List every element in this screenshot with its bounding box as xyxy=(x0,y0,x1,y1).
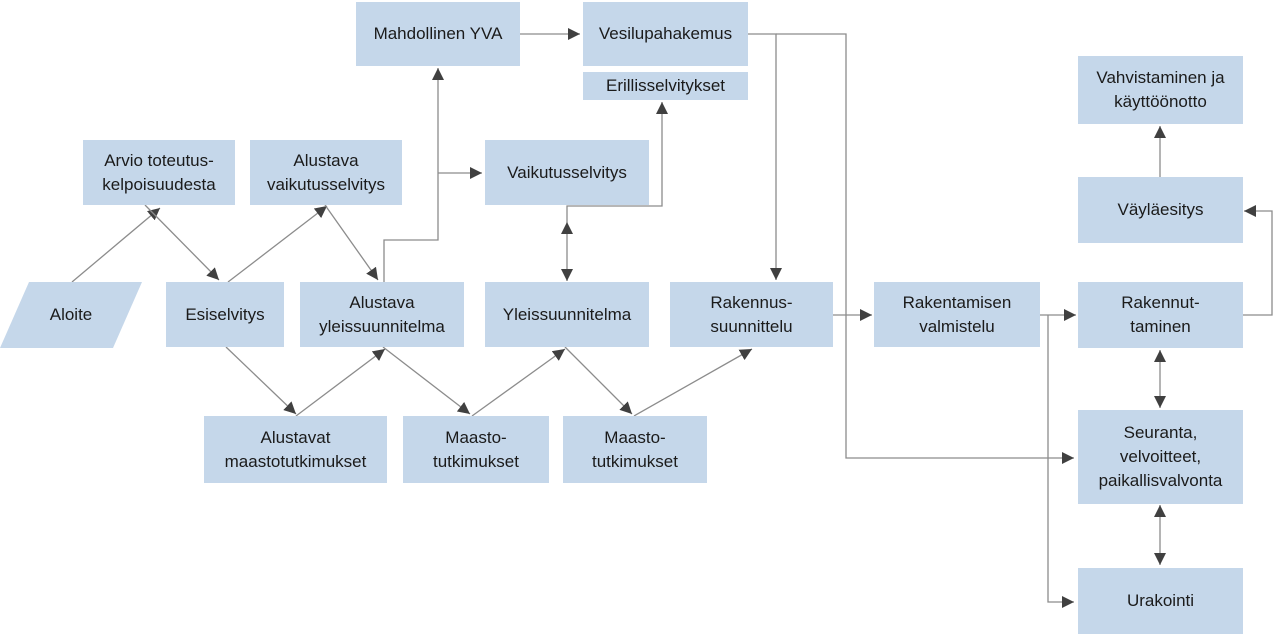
edge-maasto2-rakennus xyxy=(633,348,753,417)
node-label: Urakointi xyxy=(1126,591,1195,610)
node-maastotutkimukset-2[interactable]: Maasto- tutkimukset xyxy=(563,416,707,483)
edge-alyleis-maasto1 xyxy=(382,346,471,415)
node-esiselvitys[interactable]: Esiselvitys xyxy=(166,282,284,347)
edge-valmistelu-urakointi xyxy=(1047,315,1074,608)
node-label: Rakennus- suunnittelu xyxy=(710,292,793,336)
node-label: Maasto- tutkimukset xyxy=(433,427,519,471)
node-label: Maasto- tutkimukset xyxy=(592,427,678,471)
node-arvio-toteutuskelpoisuudesta[interactable]: Arvio toteutus- kelpoisuudesta xyxy=(83,140,235,205)
node-mahdollinen-yva[interactable]: Mahdollinen YVA xyxy=(356,2,520,66)
node-label: Vesilupahakemus xyxy=(598,24,733,43)
node-urakointi[interactable]: Urakointi xyxy=(1078,568,1243,634)
node-label: Vahvistaminen ja käyttöönotto xyxy=(1096,68,1225,111)
node-vaylaesitys[interactable]: Väyläesitys xyxy=(1078,177,1243,243)
node-label: Aloite xyxy=(49,305,93,324)
node-vaikutusselvitys[interactable]: Vaikutusselvitys xyxy=(485,140,649,205)
edge-esiselvitys-almaasto xyxy=(225,346,297,415)
edge-esiselvitys-alvaik xyxy=(227,205,328,283)
node-yleissuunnitelma[interactable]: Yleissuunnitelma xyxy=(485,282,649,347)
node-label: Väyläesitys xyxy=(1117,200,1204,219)
node-label: Rakentamisen valmistelu xyxy=(902,292,1012,336)
node-label: Vaikutusselvitys xyxy=(507,162,627,182)
edge-yleis-maasto2 xyxy=(564,346,633,415)
node-label: Esiselvitys xyxy=(185,304,265,324)
node-rakentamisen-valmistelu[interactable]: Rakentamisen valmistelu xyxy=(874,282,1040,347)
node-label: Mahdollinen YVA xyxy=(373,24,503,43)
node-label: Yleissuunnitelma xyxy=(502,304,632,324)
node-label: Seuranta, velvoitteet, paikallisvalvonta xyxy=(1098,423,1223,490)
edge-rakennuttaminen-vayla xyxy=(1243,205,1273,316)
edge-yleis-erillis xyxy=(566,102,668,222)
edge-alyleis-yva xyxy=(383,68,444,282)
node-rakennuttaminen[interactable]: Rakennut- taminen xyxy=(1078,282,1243,348)
node-label: Erillisselvitykset xyxy=(605,76,726,95)
node-alustava-vaikutusselvitys[interactable]: Alustava vaikutusselvitys xyxy=(250,140,402,205)
edge-vesilupa-seuranta xyxy=(776,33,1074,464)
node-label: Rakennut- taminen xyxy=(1121,293,1200,336)
node-label: Alustavat maastotutkimukset xyxy=(224,427,367,471)
edge-vesilupa-rakennus xyxy=(748,33,782,280)
node-rakennussuunnittelu[interactable]: Rakennus- suunnittelu xyxy=(670,282,833,347)
edge-maasto1-yleis xyxy=(471,348,566,417)
node-aloite[interactable]: Aloite xyxy=(0,282,142,348)
node-erillisselvitykset[interactable]: Erillisselvitykset xyxy=(583,72,748,100)
edge-alvaik-alyleis xyxy=(324,204,379,281)
node-seuranta[interactable]: Seuranta, velvoitteet, paikallisvalvonta xyxy=(1078,410,1243,504)
node-vahvistaminen-ja-kayttoonotto[interactable]: Vahvistaminen ja käyttöönotto xyxy=(1078,56,1243,124)
edge-almaasto-alyleis xyxy=(295,348,386,417)
node-alustavat-maastotutkimukset[interactable]: Alustavat maastotutkimukset xyxy=(204,416,387,483)
node-label: Alustava yleissuunnitelma xyxy=(319,292,445,336)
parallelogram-shape xyxy=(0,282,142,348)
edge-aloite-arvio xyxy=(71,207,161,283)
node-alustava-yleissuunnitelma[interactable]: Alustava yleissuunnitelma xyxy=(300,282,464,347)
node-label: Arvio toteutus- kelpoisuudesta xyxy=(102,150,216,194)
node-maastotutkimukset-1[interactable]: Maasto- tutkimukset xyxy=(403,416,549,483)
edge-arvio-esiselvitys xyxy=(144,204,220,281)
node-label: Alustava vaikutusselvitys xyxy=(266,150,386,194)
node-vesilupahakemus[interactable]: Vesilupahakemus xyxy=(583,2,748,66)
